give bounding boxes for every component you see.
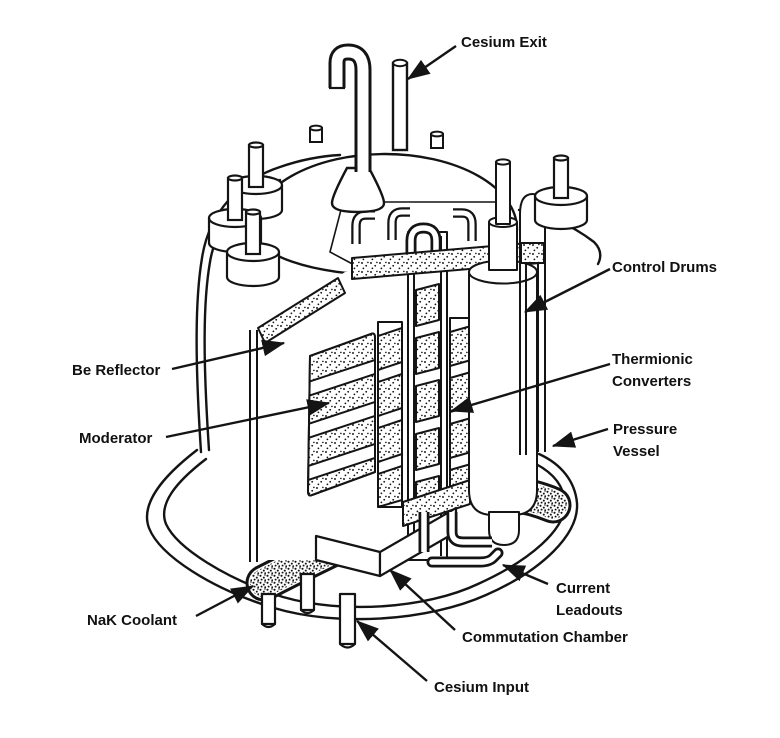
leader-commutation-chamber xyxy=(389,569,456,631)
control-drum-lower-stub xyxy=(488,511,520,546)
current-leadout-pipe xyxy=(426,547,504,568)
actuator-bosses xyxy=(207,141,589,288)
moderator-slab xyxy=(308,457,375,496)
manifold-elbow-pipes xyxy=(351,207,477,244)
core-to-chamber-pipes xyxy=(418,512,492,552)
leader-be-reflector xyxy=(171,339,286,371)
support-leg xyxy=(260,592,277,629)
leader-nak-coolant xyxy=(195,584,255,618)
core-cutaway xyxy=(249,158,546,562)
leader-control-drums xyxy=(523,267,611,314)
bottom-assembly xyxy=(260,506,504,649)
converter-top-loop-pipe xyxy=(405,222,442,266)
moderator-slab xyxy=(308,415,375,467)
dome-stub-right xyxy=(430,130,444,149)
cesium-exit-bent-pipe xyxy=(328,43,372,172)
leader-moderator xyxy=(165,399,331,439)
boss xyxy=(225,208,281,288)
cesium-exit-pipe xyxy=(391,58,409,152)
control-drum-drive-cylinder xyxy=(488,158,518,271)
cone-boss xyxy=(330,166,386,214)
commutation-chamber-box xyxy=(314,506,458,578)
label-pressure-vessel: Pressure Vessel xyxy=(613,421,678,460)
be-reflector-band xyxy=(257,277,346,344)
cesium-input-pipe xyxy=(338,592,357,649)
cut-corner-edge xyxy=(249,330,258,562)
label-current-leadouts: Current Leadouts xyxy=(556,580,623,619)
label-control-drums: Control Drums xyxy=(612,259,717,276)
dome-fittings xyxy=(309,43,444,214)
label-thermionic-converters: Thermionic Converters xyxy=(612,351,693,390)
leader-thermionic-converters xyxy=(449,362,611,413)
leader-current-leadouts xyxy=(501,563,549,586)
label-commutation-chamber: Commutation Chamber xyxy=(462,629,628,646)
leader-pressure-vessel xyxy=(551,427,609,448)
leader-arrows xyxy=(165,45,611,682)
label-moderator: Moderator xyxy=(79,430,153,447)
wall-top-stipple xyxy=(520,242,545,264)
support-leg xyxy=(299,572,316,615)
label-be-reflector: Be Reflector xyxy=(72,362,161,379)
bottom-ring-outer-outline xyxy=(145,448,579,621)
label-cesium-input: Cesium Input xyxy=(434,679,530,696)
leader-cesium-exit xyxy=(407,45,457,80)
moderator-stack xyxy=(307,332,376,497)
dome-stub-left xyxy=(309,124,323,143)
leader-cesium-input xyxy=(356,620,428,682)
label-nak-coolant: NaK Coolant xyxy=(87,612,177,629)
boss xyxy=(533,154,589,231)
label-cesium-exit: Cesium Exit xyxy=(461,34,547,51)
fuel-column-left xyxy=(377,321,403,508)
